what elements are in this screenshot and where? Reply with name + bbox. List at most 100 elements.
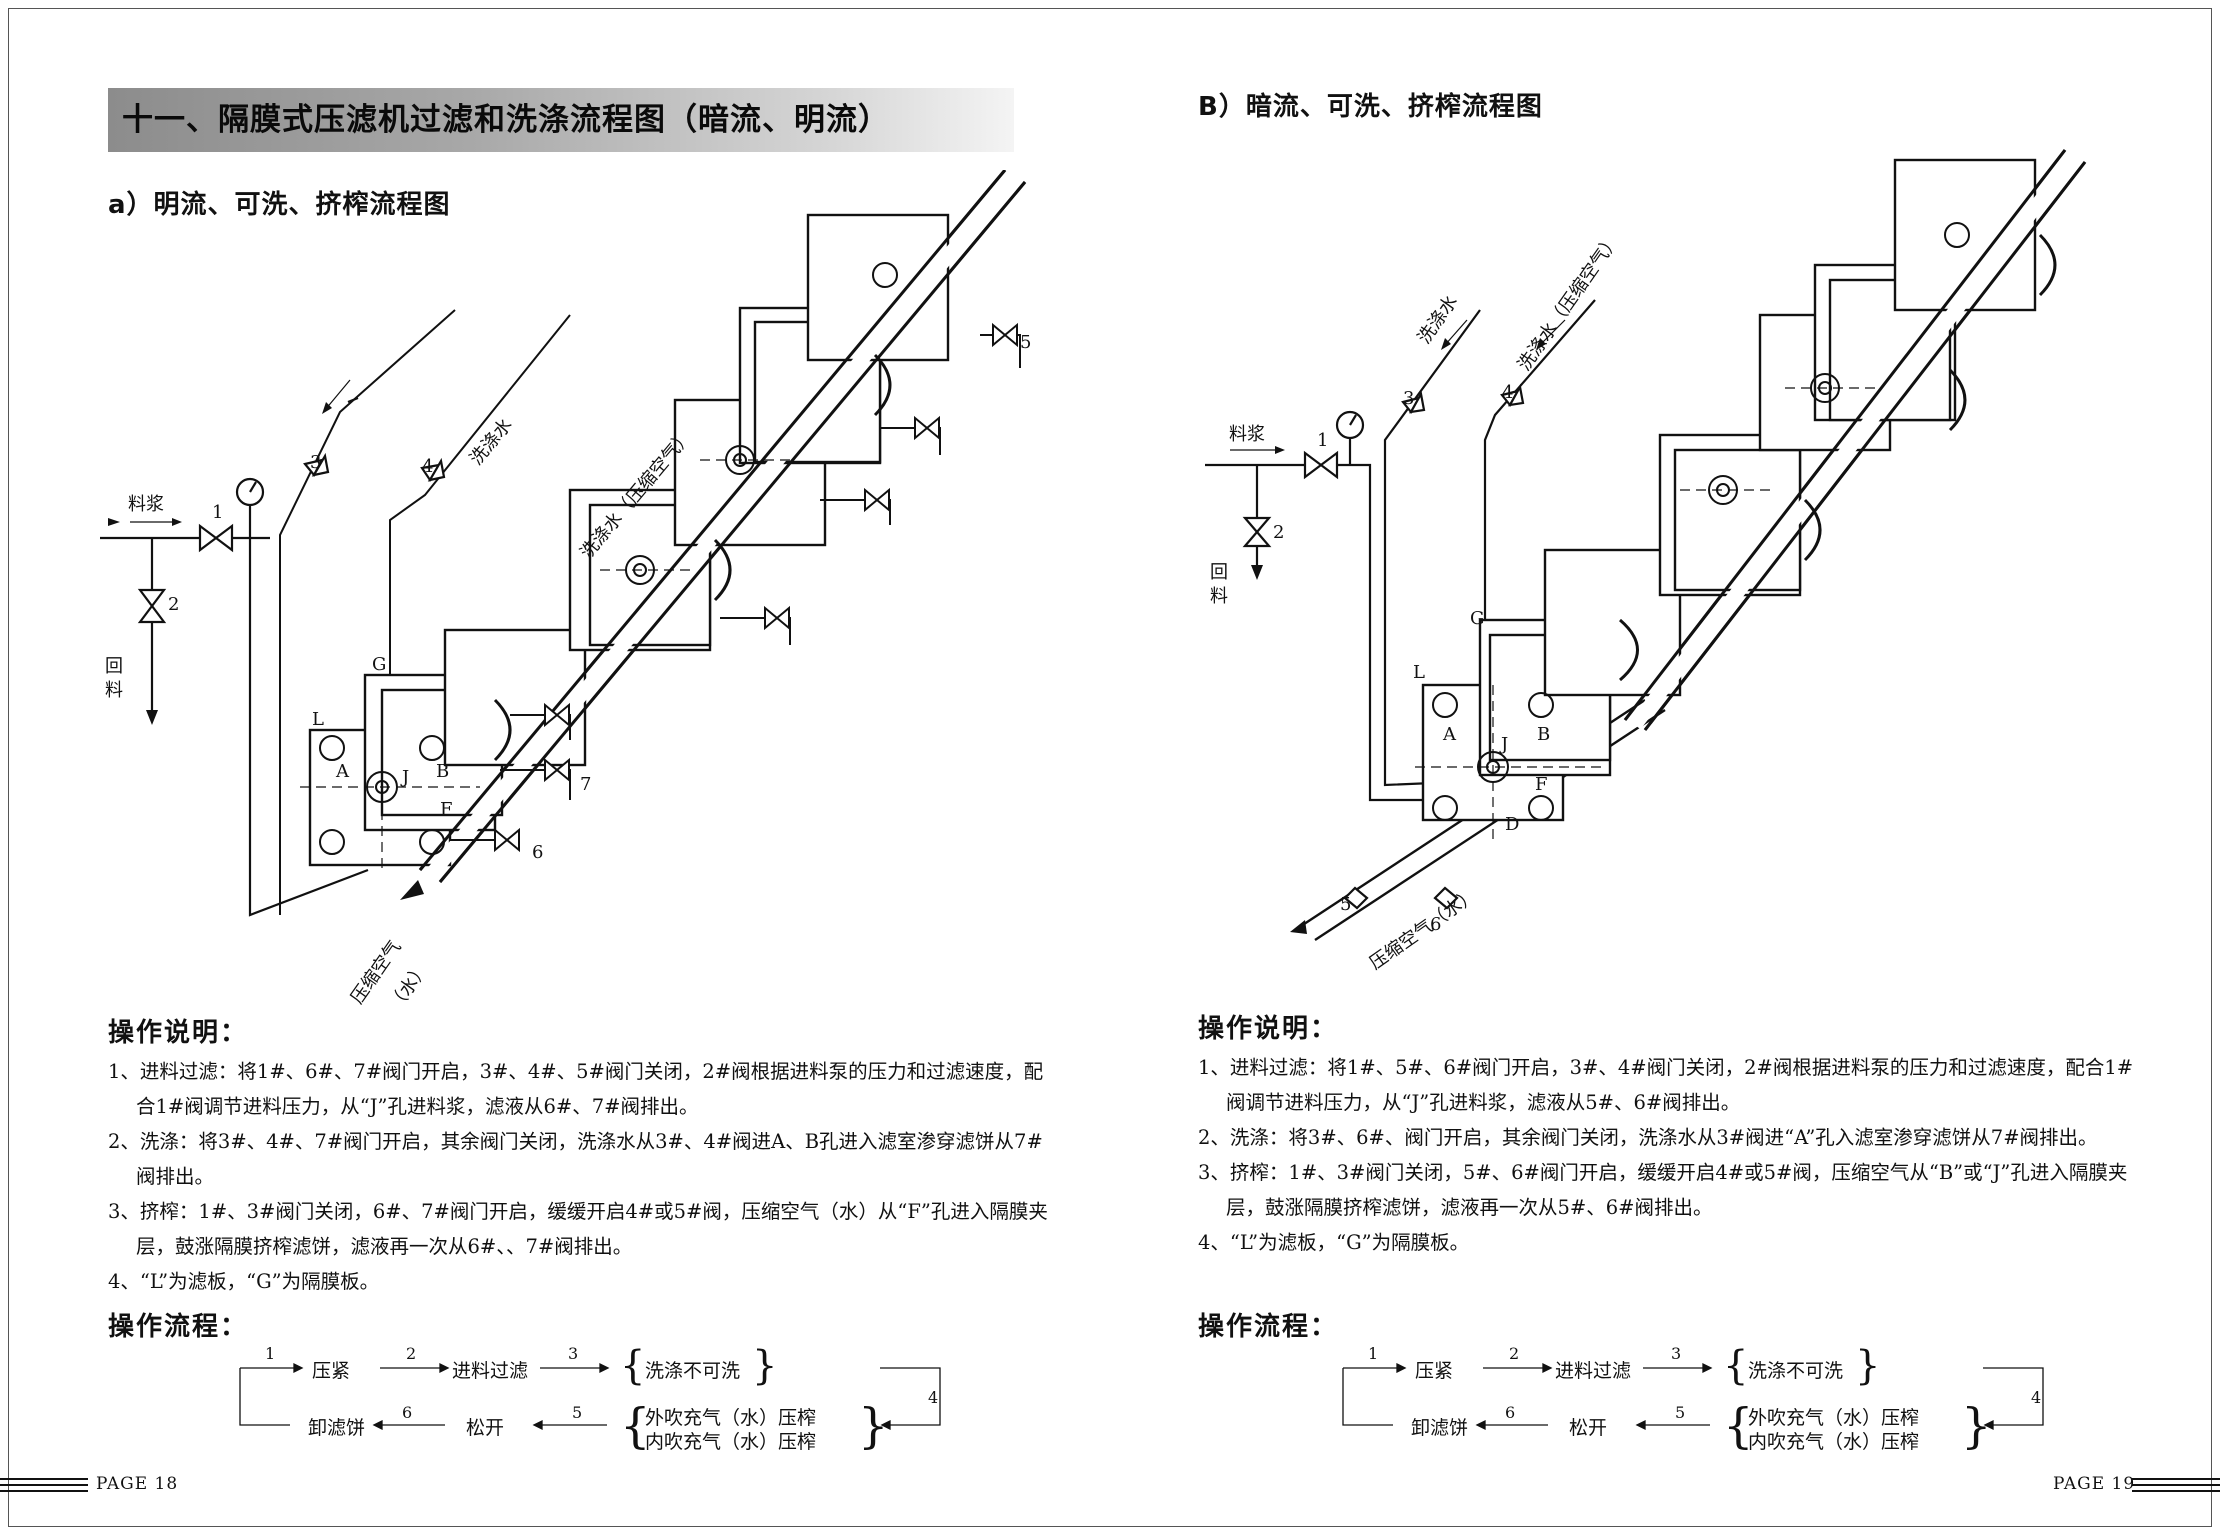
flow-step-wash: 洗涤不可洗 (645, 1360, 741, 1382)
footer-rule-left-1 (0, 1478, 88, 1480)
footer-rule-right-2 (2132, 1484, 2220, 1486)
brace-right-2: } (1961, 1398, 1992, 1454)
ops-item: 1、进料过滤：将1#、5#、6#阀门开启，3#、4#阀门关闭，2#阀根据进料泵的… (1198, 1056, 2134, 1114)
port-A-label-b: A (1442, 724, 1457, 745)
diagram-a-title: a）明流、可洗、挤榨流程图 (108, 190, 451, 220)
footer-rule-left-2 (0, 1484, 88, 1486)
wash-water-air-label-b: 洗涤水（压缩空气） (1514, 230, 1624, 375)
ops-item: 3、挤榨：1#、3#阀门关闭，6#、7#阀门开启，缓缓开启4#或5#阀，压缩空气… (108, 1200, 1048, 1258)
flow-num-5: 5 (1675, 1403, 1686, 1422)
brace-right-1: } (752, 1343, 778, 1389)
port-J-label-b: J (1499, 734, 1508, 755)
flow-step-release: 松开 (1569, 1417, 1608, 1439)
valve-1-label-a: 1 (212, 502, 223, 523)
flow-num-6: 6 (1505, 1403, 1516, 1422)
valve-5-label-a: 5 (1020, 332, 1031, 353)
flow-heading-left: 操作流程： (108, 1312, 249, 1342)
flow-num-5: 5 (572, 1403, 583, 1422)
operation-flow-right: 1 2 3 4 5 6 压紧 进料过滤 { 洗涤不可洗 } { 外吹充气（水）压… (1333, 1340, 2053, 1460)
ops-item: 2、洗涤：将3#、6#、阀门开启，其余阀门关闭，洗涤水从3#阀进“A”孔入滤室渗… (1198, 1126, 2098, 1149)
valve-6-label-b: 6 (1430, 914, 1441, 935)
wash-water-label-b: 洗涤水 (1414, 292, 1462, 348)
port-D-label-b: D (1505, 814, 1519, 835)
ops-item: 4、“L”为滤板，“G”为隔膜板。 (108, 1270, 380, 1293)
ops-list-right: 1、进料过滤：将1#、5#、6#阀门开启，3#、4#阀门关闭，2#阀根据进料泵的… (1198, 1050, 2148, 1260)
ops-heading-right: 操作说明： (1198, 1014, 1339, 1044)
flow-step-external-blow: 外吹充气（水）压榨 (1748, 1407, 1920, 1429)
valve-2-label-b: 2 (1273, 522, 1284, 543)
flow-num-3: 3 (1671, 1344, 1682, 1363)
brace-right-2: } (858, 1398, 889, 1454)
page-title: 十一、隔膜式压滤机过滤和洗涤流程图（暗流、明流） (108, 88, 1014, 152)
operation-flow-left: 1 2 3 4 5 6 压紧 进料过滤 { 洗涤不可洗 } { 外吹充气（水）压… (230, 1340, 950, 1460)
valve-2-label-a: 2 (168, 594, 179, 615)
brace-left-2: { (620, 1398, 651, 1454)
flow-heading-right: 操作流程： (1198, 1312, 1339, 1342)
return-label-b-1: 回 (1210, 562, 1228, 583)
valve-6-label-a: 6 (532, 842, 543, 863)
port-F-label-a: F (440, 799, 453, 820)
filter-press-diagram-a: 料浆 1 2 回 料 3 4 5 6 7 洗涤水 洗涤水（压缩空气） 压缩空气 … (100, 170, 1031, 1010)
flow-num-4: 4 (2031, 1388, 2042, 1407)
flow-num-4: 4 (928, 1388, 939, 1407)
flow-num-1: 1 (1368, 1344, 1379, 1363)
diagram-b-title: B）暗流、可洗、挤榨流程图 (1198, 92, 1543, 122)
port-F-label-b: F (1535, 774, 1548, 795)
ops-item: 2、洗涤：将3#、4#、7#阀门开启，其余阀门关闭，洗涤水从3#、4#阀进A、B… (108, 1130, 1043, 1188)
plate-G-label-a: G (372, 654, 386, 675)
flow-step-external-blow: 外吹充气（水）压榨 (645, 1407, 817, 1429)
brace-right-1: } (1855, 1343, 1881, 1389)
flow-step-feed: 进料过滤 (452, 1360, 529, 1382)
flow-step-press: 压紧 (1415, 1360, 1454, 1382)
brace-left-1: { (1723, 1343, 1749, 1389)
valve-4-label-b: 4 (1502, 382, 1513, 403)
plate-L-label-b: L (1413, 662, 1425, 683)
valve-4-label-a: 4 (422, 456, 433, 477)
filter-press-diagram-b: 料浆 1 2 回 料 3 4 5 6 洗涤水 洗涤水（压缩空气） 压缩空气（水）… (1205, 149, 2087, 974)
footer-rule-right-3 (2132, 1490, 2220, 1492)
flow-step-press: 压紧 (312, 1360, 351, 1382)
flow-step-discharge: 卸滤饼 (308, 1417, 366, 1439)
plate-G-label-b: G (1470, 608, 1484, 629)
flow-step-wash: 洗涤不可洗 (1748, 1360, 1844, 1382)
flow-step-release: 松开 (466, 1417, 505, 1439)
ops-heading-left: 操作说明： (108, 1018, 249, 1048)
footer-rule-left-3 (0, 1490, 88, 1492)
flow-step-discharge: 卸滤饼 (1411, 1417, 1469, 1439)
flow-step-internal-blow: 内吹充气（水）压榨 (645, 1431, 817, 1453)
plate-L-label-a: L (312, 709, 324, 730)
footer-rule-right-1 (2132, 1478, 2220, 1480)
feed-label-b: 料浆 (1229, 424, 1265, 445)
valve-3-label-a: 3 (310, 452, 321, 473)
brace-left-2: { (1723, 1398, 1754, 1454)
valve-3-label-b: 3 (1403, 388, 1414, 409)
flow-num-1: 1 (265, 1344, 276, 1363)
return-label-b-2: 料 (1210, 586, 1228, 607)
page-number-left: PAGE 18 (96, 1474, 179, 1494)
ops-item: 3、挤榨：1#、3#阀门关闭，5#、6#阀门开启，缓缓开启4#或5#阀，压缩空气… (1198, 1161, 2128, 1219)
valve-1-label-b: 1 (1317, 430, 1328, 451)
ops-item: 1、进料过滤：将1#、6#、7#阀门开启，3#、4#、5#阀门关闭，2#阀根据进… (108, 1060, 1044, 1118)
ops-list-left: 1、进料过滤：将1#、6#、7#阀门开启，3#、4#、5#阀门关闭，2#阀根据进… (108, 1054, 1058, 1299)
valve-7-label-a: 7 (580, 774, 591, 795)
ops-item: 4、“L”为滤板，“G”为隔膜板。 (1198, 1231, 1470, 1254)
valve-5-label-b: 5 (1340, 894, 1351, 915)
brace-left-1: { (620, 1343, 646, 1389)
flow-num-3: 3 (568, 1344, 579, 1363)
port-B-label-a: B (436, 761, 449, 782)
flow-num-2: 2 (406, 1344, 417, 1363)
return-label-a-2: 料 (105, 680, 123, 701)
feed-label-a: 料浆 (128, 494, 164, 515)
page-frame (8, 8, 2212, 1527)
compressed-air-label-b: 压缩空气（水） (1366, 885, 1481, 974)
port-B-label-b: B (1537, 724, 1550, 745)
return-label-a-1: 回 (105, 656, 123, 677)
page-number-right: PAGE 19 (2053, 1474, 2136, 1494)
flow-step-internal-blow: 内吹充气（水）压榨 (1748, 1431, 1920, 1453)
port-A-label-a: A (335, 761, 350, 782)
port-J-label-a: J (400, 767, 409, 788)
wash-water-label-a: 洗涤水 (466, 414, 517, 469)
flow-step-feed: 进料过滤 (1555, 1360, 1632, 1382)
flow-num-6: 6 (402, 1403, 413, 1422)
flow-num-2: 2 (1509, 1344, 1520, 1363)
